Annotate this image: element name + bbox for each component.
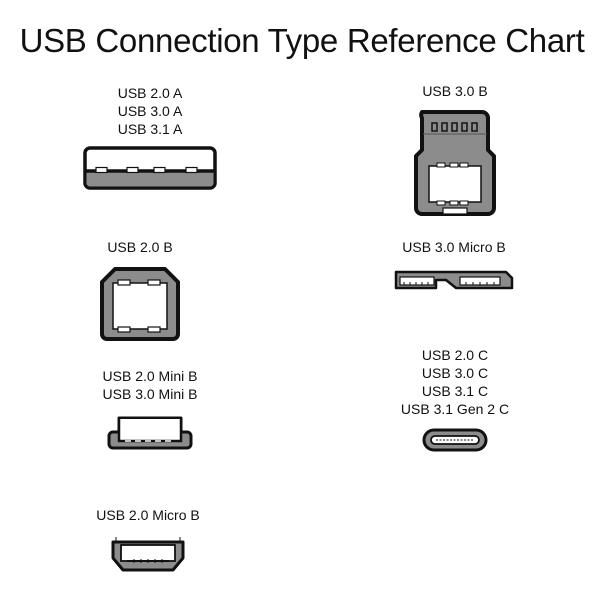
usb-3-micro-b-connector-icon — [394, 270, 514, 290]
connector-usb-a: USB 2.0 A USB 3.0 A USB 3.1 A — [80, 84, 220, 191]
connector-usb-2-b: USB 2.0 B — [80, 238, 200, 342]
connector-label: USB 3.0 C — [421, 365, 489, 381]
connector-label: USB 3.0 B — [422, 83, 488, 99]
connector-label: USB 3.0 Micro B — [402, 239, 506, 255]
connector-label: USB 2.0 Mini B — [102, 368, 198, 384]
connector-label: USB 3.0 Mini B — [102, 386, 198, 402]
connector-label: USB 3.1 A — [117, 121, 183, 137]
connector-usb-3-micro-b: USB 3.0 Micro B — [382, 238, 526, 292]
usb-c-connector-icon — [422, 428, 488, 452]
connector-usb-c: USB 2.0 C USB 3.0 C USB 3.1 C USB 3.1 Ge… — [370, 346, 540, 452]
chart-title: USB Connection Type Reference Chart — [19, 22, 585, 59]
usb-mini-b-connector-icon — [107, 416, 193, 450]
connector-label: USB 2.0 C — [421, 347, 489, 363]
connector-label: USB 3.1 Gen 2 C — [400, 401, 510, 417]
usb-2-micro-b-connector-icon — [111, 537, 185, 572]
usb-a-connector-icon — [83, 146, 217, 190]
connector-label: USB 2.0 Micro B — [96, 507, 200, 523]
connector-label: USB 3.1 C — [421, 383, 489, 399]
connector-label: USB 2.0 A — [117, 85, 183, 101]
usb-2-b-connector-icon — [100, 267, 180, 341]
connector-usb-mini-b: USB 2.0 Mini B USB 3.0 Mini B — [80, 367, 220, 450]
connector-label: USB 2.0 B — [107, 239, 173, 255]
connector-label: USB 3.0 A — [117, 103, 183, 119]
connector-usb-2-micro-b: USB 2.0 Micro B — [80, 506, 216, 574]
connector-usb-3-b: USB 3.0 B — [385, 82, 525, 218]
usb-3-b-connector-icon — [414, 110, 496, 216]
